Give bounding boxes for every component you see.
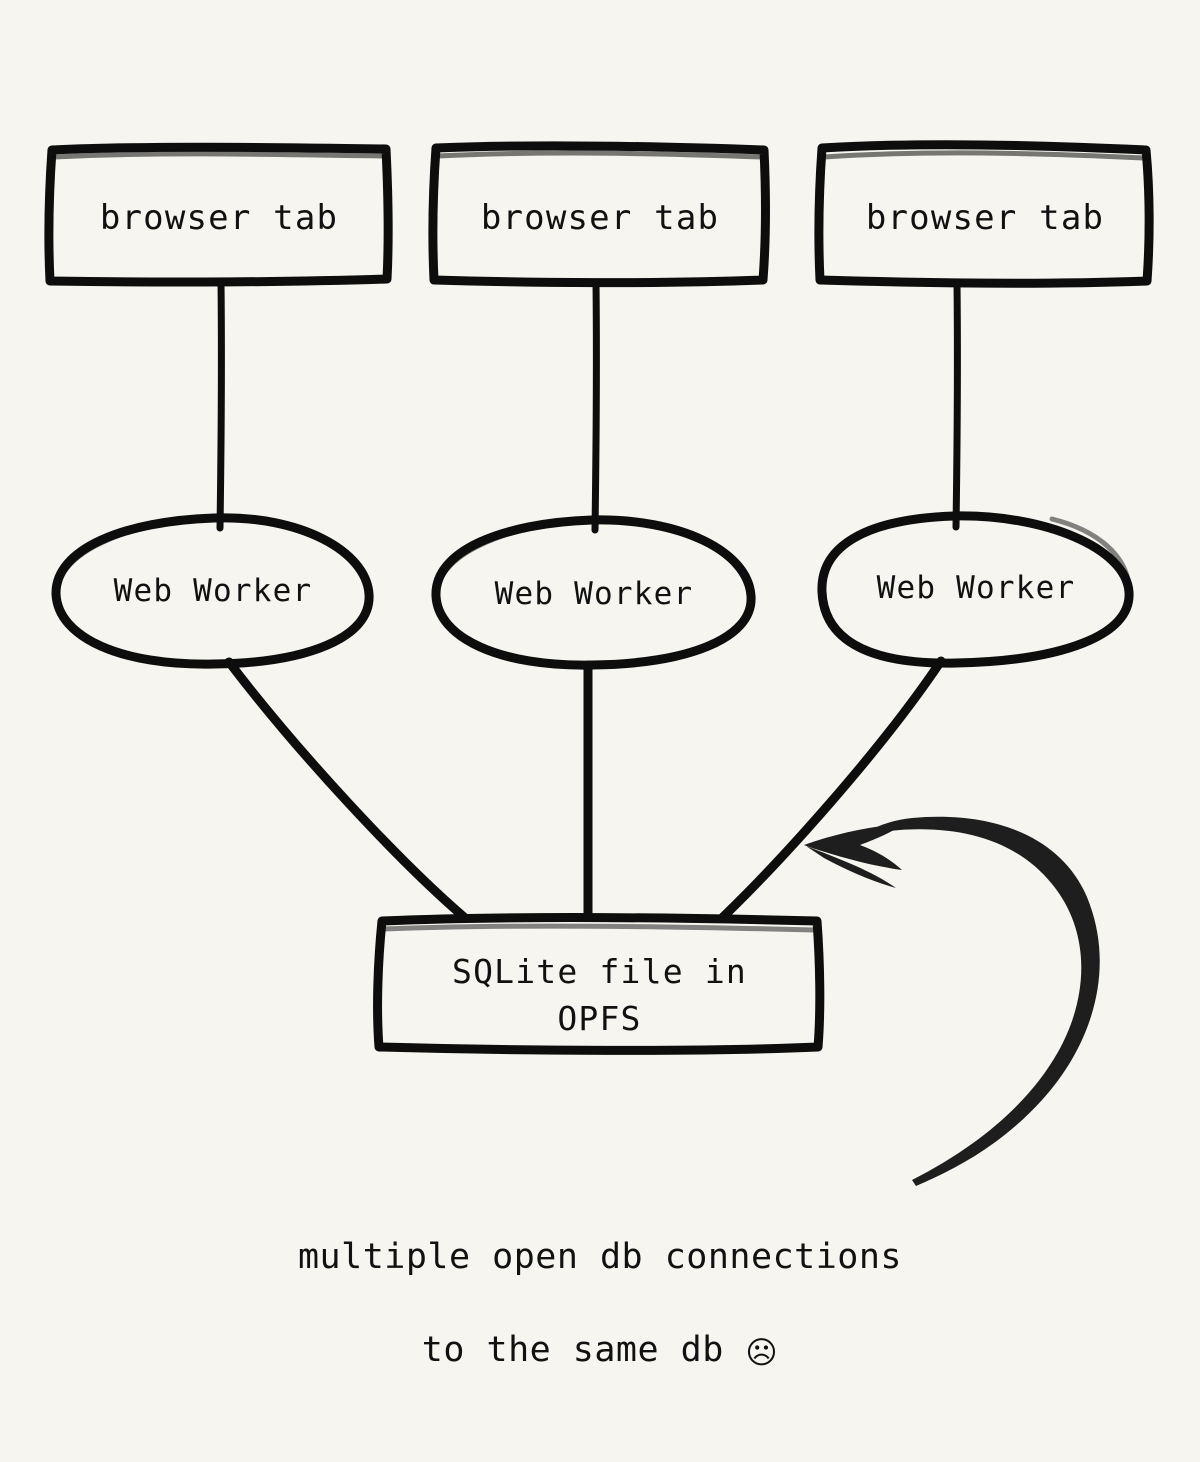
web-worker-ellipse-2[interactable] (431, 515, 756, 670)
web-worker-ellipse-3[interactable] (817, 511, 1134, 668)
annotation-line-1: multiple open db connections (297, 1237, 902, 1278)
annotation-line-2: to the same db (421, 1329, 724, 1370)
browser-tab-box-1[interactable] (44, 142, 393, 287)
sqlite-opfs-box[interactable] (373, 913, 825, 1055)
browser-tab-box-2[interactable] (428, 141, 770, 288)
annotation-caption: multiple open db connections to the same… (0, 1188, 1200, 1373)
edge-tab1-worker1 (216, 278, 225, 532)
edge-tab2-worker2 (591, 279, 600, 534)
browser-tab-box-3[interactable] (814, 140, 1154, 288)
edge-worker1-db (224, 657, 469, 922)
frowning-face-icon: ☹ (745, 1334, 779, 1371)
web-worker-ellipse-1[interactable] (51, 513, 374, 669)
edge-worker3-db (718, 656, 946, 922)
edge-tab3-worker3 (952, 279, 961, 531)
annotation-arrow (804, 816, 1100, 1186)
